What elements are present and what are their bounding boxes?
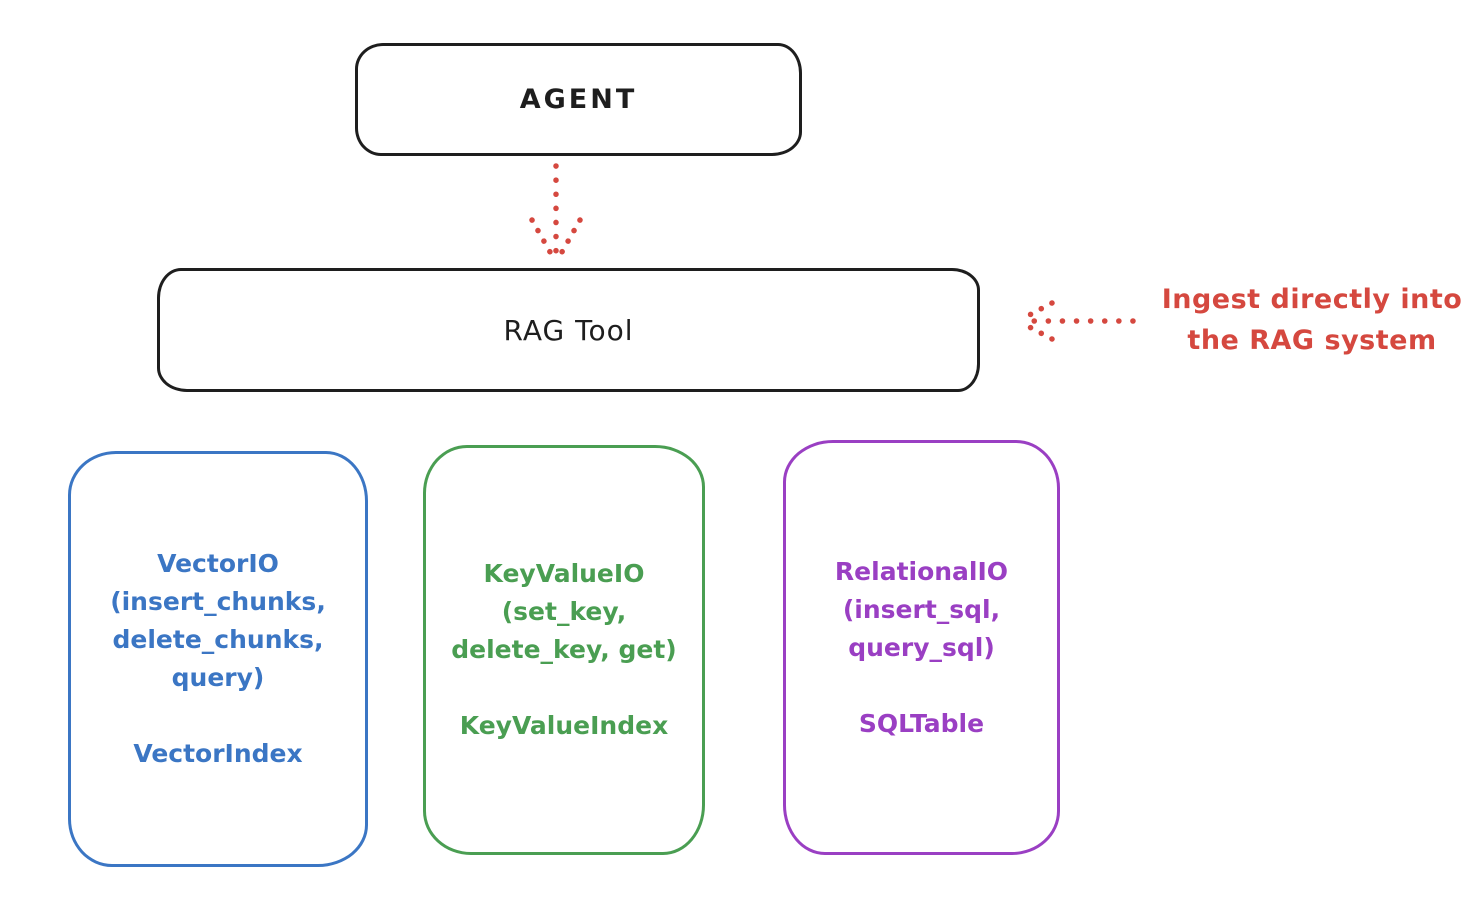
vector-io-label: VectorIO (insert_chunks, delete_chunks, … (110, 549, 326, 768)
relational-io-node: RelationalIO (insert_sql, query_sql) SQL… (783, 440, 1060, 855)
agent-node: AGENT (355, 43, 802, 156)
key-value-io-node: KeyValueIO (set_key, delete_key, get) Ke… (423, 445, 705, 855)
agent-to-rag-arrow-icon (529, 163, 583, 262)
agent-label: AGENT (519, 84, 638, 115)
ingest-annotation: Ingest directly into the RAG system (1161, 284, 1463, 356)
relational-io-label: RelationalIO (insert_sql, query_sql) SQL… (834, 556, 1009, 738)
vector-io-node: VectorIO (insert_chunks, delete_chunks, … (68, 451, 368, 867)
ingest-arrow-icon (1017, 300, 1136, 342)
rag-tool-label: RAG Tool (503, 313, 634, 347)
rag-tool-node: RAG Tool (157, 268, 980, 392)
key-value-io-label: KeyValueIO (set_key, delete_key, get) Ke… (451, 559, 677, 740)
